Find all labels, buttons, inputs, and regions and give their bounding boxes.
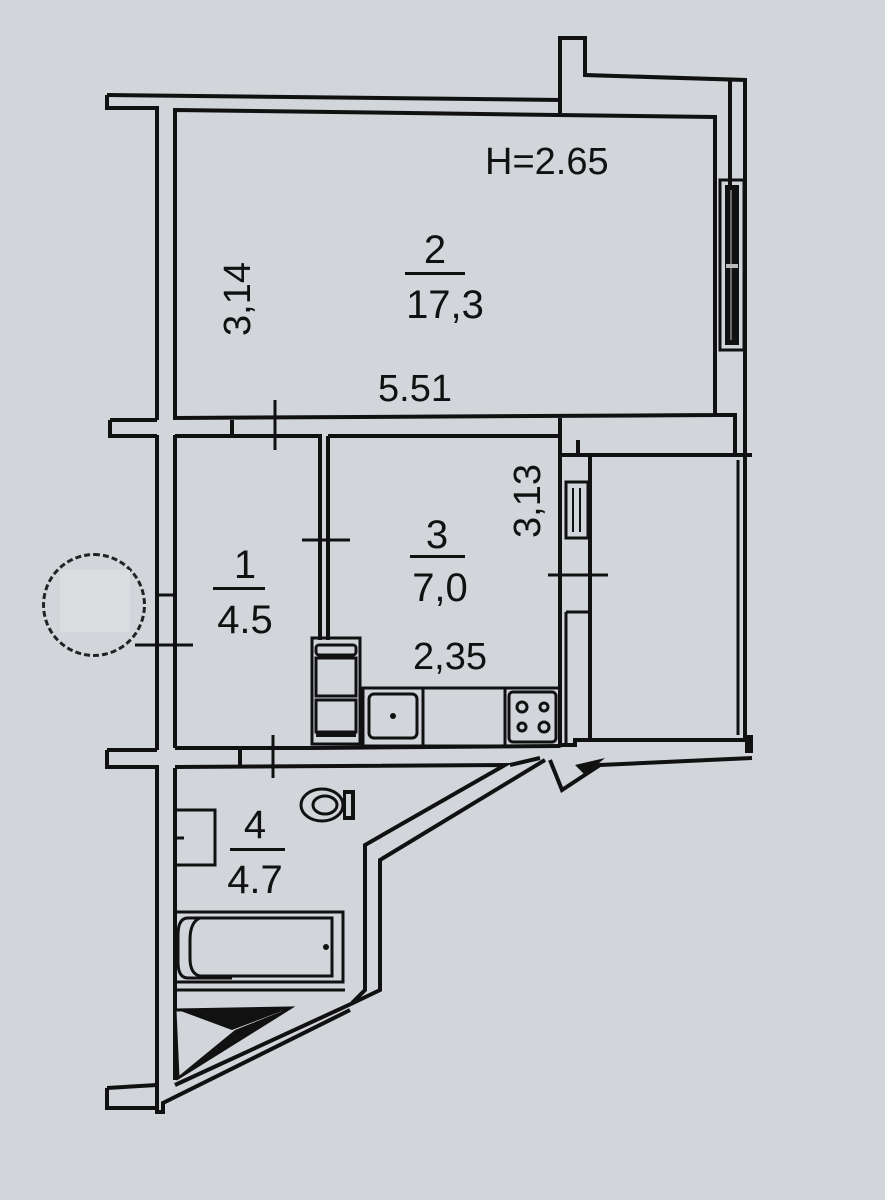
room-3-depth-dimension: 3,13 [507,464,549,538]
entrance-marker [42,553,146,657]
refrigerator-icon [310,636,362,746]
room-2-width-dimension: 5.51 [378,368,452,410]
washbasin-icon [173,808,217,867]
ceiling-height-label: H=2.65 [485,141,609,183]
room-3-fraction-line [410,555,465,558]
redacted-area [60,570,130,632]
sink-icon [361,686,425,748]
balcony[interactable] [509,440,753,794]
room-4-number: 4 [243,803,267,847]
ventilation-shaft-icon [173,1006,296,1081]
room-4-fraction-line [230,848,285,851]
stove-icon [503,686,562,748]
room-3-number: 3 [425,513,449,557]
bathtub-icon [173,910,345,992]
room-1-fraction-line [213,587,265,590]
room-3-area: 7,0 [412,566,468,610]
room-2-number: 2 [423,228,447,272]
room-2-depth-dimension: 3,14 [217,262,259,336]
room-1-number: 1 [233,543,257,587]
toilet-icon [299,787,355,823]
room-2-fraction-line [405,272,465,275]
window-icon [718,178,746,352]
room-1-area: 4.5 [217,598,273,642]
exterior-walls [174,758,547,1087]
room-4-area: 4.7 [227,858,283,902]
kitchen-counter [421,686,507,748]
ventilation-shaft-icon [575,758,605,775]
room-2-area: 17,3 [406,283,484,327]
room-3-width-dimension: 2,35 [413,636,487,678]
